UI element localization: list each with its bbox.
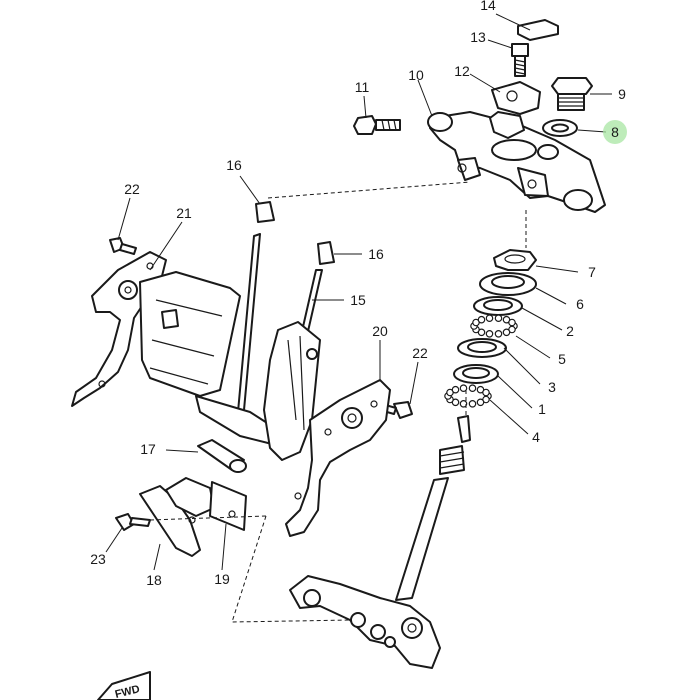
race-1-part	[453, 364, 499, 384]
highlight-marker	[603, 120, 627, 144]
assembly-guide-lines	[149, 181, 527, 623]
bolt-11-part	[353, 115, 401, 135]
bracket-15-part	[263, 321, 321, 461]
callout-18: 18	[146, 572, 162, 588]
plate-19-part	[209, 481, 247, 531]
callout-13: 13	[470, 29, 486, 45]
callout-21: 21	[176, 205, 192, 221]
callout-5: 5	[558, 351, 566, 367]
bearing-ball	[494, 329, 503, 338]
bracket-21-part	[71, 251, 241, 407]
callout-4: 4	[532, 429, 540, 445]
callout-14: 14	[480, 0, 496, 13]
bearing-ball	[494, 314, 503, 323]
race-2-part	[473, 296, 523, 316]
bearing-ball	[468, 399, 477, 408]
bearing-ball	[482, 388, 490, 397]
nut-7-part	[493, 249, 537, 271]
fwd-arrow-icon: FWD	[97, 671, 151, 700]
bearing-ball	[468, 384, 477, 393]
bolt-22a-part	[109, 237, 137, 255]
cap-14-part	[517, 19, 559, 41]
callout-16-right: 16	[368, 246, 384, 262]
callout-17: 17	[140, 441, 156, 457]
bolt-9-part	[551, 77, 593, 111]
callout-2: 2	[566, 323, 574, 339]
callout-19: 19	[214, 571, 230, 587]
callout-7: 7	[588, 264, 596, 280]
holder-18-part	[139, 477, 215, 557]
callout-11: 11	[355, 79, 370, 95]
callout-16-top: 16	[226, 157, 242, 173]
callout-20: 20	[372, 323, 388, 339]
bearing-ball	[508, 318, 516, 327]
clamp-cap-part	[489, 81, 541, 139]
callout-1: 1	[538, 401, 546, 417]
callout-23: 23	[90, 551, 106, 567]
bearing-ball	[485, 314, 494, 323]
callout-10: 10	[408, 67, 424, 83]
bearing-ball	[485, 329, 494, 338]
callout-22-right: 22	[412, 345, 428, 361]
washer-8-part	[542, 119, 578, 137]
bearing-ball	[451, 385, 460, 394]
callout-9: 9	[618, 86, 626, 102]
steering-stem-part	[289, 415, 471, 669]
collar-17-part	[197, 439, 247, 473]
bracket-20-part	[285, 379, 391, 537]
bolt-23-part	[115, 513, 151, 531]
callout-15: 15	[350, 292, 366, 308]
bearing-ball	[476, 398, 485, 407]
bearing-ball	[459, 399, 468, 408]
callout-8: 8	[611, 124, 619, 140]
callout-12: 12	[454, 63, 470, 79]
grommet-16b-part	[317, 241, 335, 265]
leader-lines	[105, 13, 612, 571]
bearing-5-part	[470, 314, 518, 338]
grommet-16a-part	[255, 201, 275, 223]
bearing-ball	[502, 328, 511, 337]
bearing-ball	[459, 384, 468, 393]
fwd-marker-label: FWD	[114, 683, 141, 700]
callout-22-left: 22	[124, 181, 140, 197]
race-3-part	[457, 338, 507, 358]
callout-labels: 14 13 12 11 10 9 8 16 22 21 16 15 7 6 2 …	[90, 0, 626, 588]
upper-bracket-part	[427, 111, 606, 213]
race-6-part	[479, 272, 537, 296]
callout-3: 3	[548, 379, 556, 395]
bearing-ball	[477, 315, 486, 324]
callout-6: 6	[576, 296, 584, 312]
bolt-13-part	[511, 43, 529, 77]
bearing-4-part	[444, 384, 492, 408]
